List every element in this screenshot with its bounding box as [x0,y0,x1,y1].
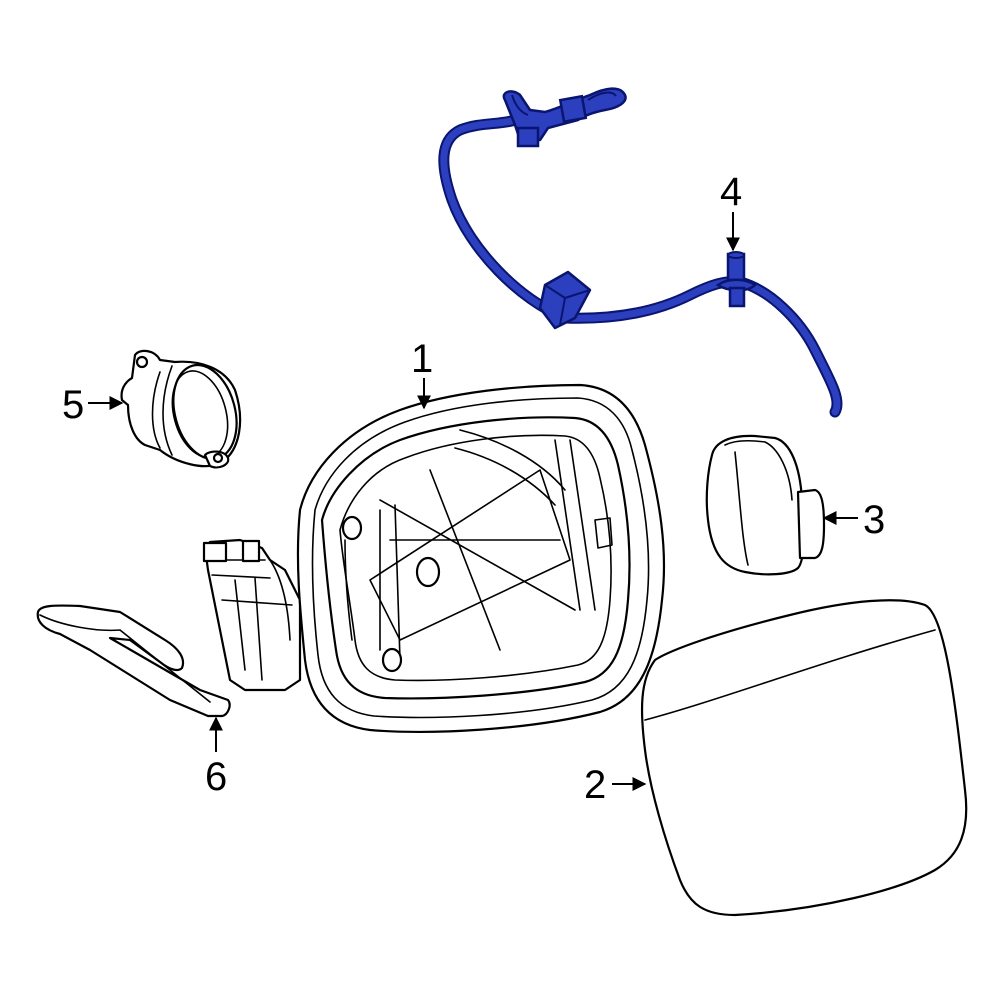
wiring-harness[interactable] [438,87,843,418]
callout-2: 2 [584,763,647,807]
callout-label-1: 1 [411,337,433,381]
callout-5: 5 [62,383,124,427]
release-rod[interactable] [36,604,231,718]
callout-label-5: 5 [62,383,84,427]
callout-label-3: 3 [863,498,885,542]
fuel-door[interactable] [640,599,968,917]
fuel-door-housing[interactable] [202,383,666,733]
actuator[interactable] [120,349,247,469]
callout-label-4: 4 [720,170,742,214]
callout-label-2: 2 [584,763,606,807]
lock-cap[interactable] [705,434,826,576]
callout-3: 3 [822,498,885,542]
callout-6: 6 [205,716,227,799]
callout-1: 1 [411,337,433,410]
callout-label-6: 6 [205,755,227,799]
callout-4: 4 [720,170,742,252]
